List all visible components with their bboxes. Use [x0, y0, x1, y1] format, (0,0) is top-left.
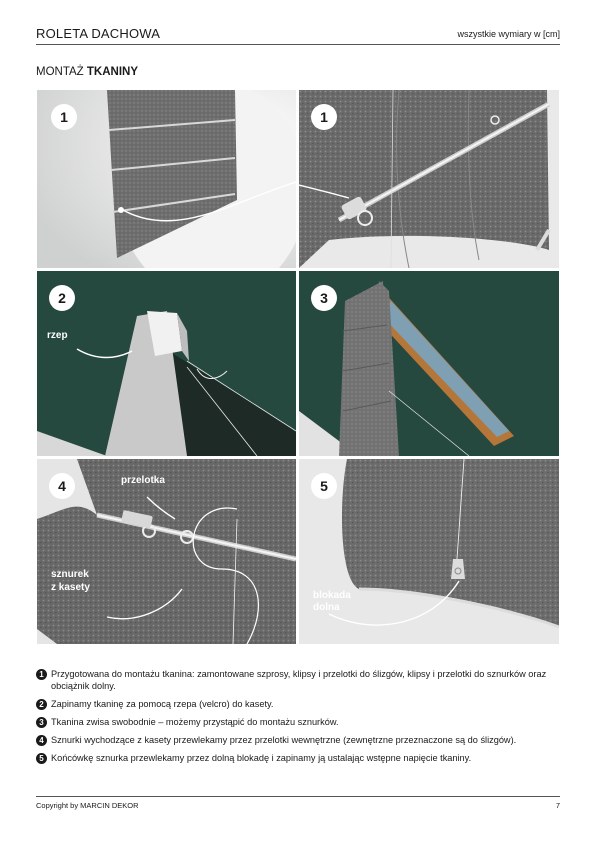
slide-rod-closeup-illustration: [299, 90, 559, 268]
label-grommet: przelotka: [121, 475, 165, 486]
units-note: wszystkie wymiary w [cm]: [457, 29, 560, 39]
step-text: Zapinamy tkaninę za pomocą rzepa (velcro…: [51, 699, 274, 709]
instruction-step: 2 Zapinamy tkaninę za pomocą rzepa (velcr…: [36, 698, 560, 710]
instruction-step: 5 Końcówkę sznurka przewlekamy przez doln…: [36, 752, 560, 764]
label-velcro: rzep: [47, 330, 68, 341]
step-number: 1: [36, 668, 47, 680]
step-badge: 1: [311, 104, 337, 130]
step-text: Końcówkę sznurka przewlekamy przez dolną…: [51, 753, 472, 763]
step-number: 5: [36, 752, 47, 764]
step-badge: 3: [311, 285, 337, 311]
instruction-step: 3 Tkanina zwisa swobodnie – możemy przyst…: [36, 716, 560, 728]
photo-panel-4: 4 przelotka sznurek z kasety: [37, 459, 296, 644]
instruction-list: 1 Przygotowana do montażu tkanina: zamont…: [36, 668, 560, 770]
cord-threading-illustration: [37, 459, 296, 644]
step-number: 3: [36, 716, 47, 728]
hanging-fabric-window-illustration: [299, 271, 559, 456]
label-bottom-lock-2: dolna: [313, 602, 340, 613]
step-number: 4: [36, 734, 47, 746]
velcro-cassette-illustration: [37, 271, 296, 456]
step-number: 2: [36, 698, 47, 710]
roller-blind-overview-illustration: [37, 90, 296, 268]
copyright-text: Copyright by MARCIN DEKOR: [36, 801, 139, 810]
label-cassette-cord-2: z kasety: [51, 582, 90, 593]
section-title-bold: TKANINY: [86, 66, 139, 78]
page-number: 7: [555, 801, 560, 810]
photo-panel-1a: 1: [37, 90, 296, 268]
photo-panel-3: 3: [299, 271, 559, 456]
step-text: Tkanina zwisa swobodnie – możemy przystą…: [51, 717, 339, 727]
bottom-lock-illustration: [299, 459, 559, 644]
photo-panel-5: 5 blokada dolna: [299, 459, 559, 644]
instruction-step: 4 Sznurki wychodzące z kasety przewlekamy…: [36, 734, 560, 746]
document-title: ROLETA DACHOWA: [36, 26, 161, 41]
step-badge: 4: [49, 473, 75, 499]
photo-panel-1b: 1: [299, 90, 559, 268]
photo-panel-2: 2 rzep: [37, 271, 296, 456]
step-badge: 1: [51, 104, 77, 130]
step-text: Sznurki wychodzące z kasety przewlekamy …: [51, 735, 517, 745]
section-title-prefix: MONTAŻ: [36, 66, 87, 78]
page-header: ROLETA DACHOWA wszystkie wymiary w [cm]: [36, 26, 560, 45]
step-badge: 2: [49, 285, 75, 311]
page-footer: Copyright by MARCIN DEKOR 7: [36, 796, 560, 810]
instruction-step: 1 Przygotowana do montażu tkanina: zamont…: [36, 668, 560, 692]
step-badge: 5: [311, 473, 337, 499]
label-bottom-lock-1: blokada: [313, 590, 351, 601]
step-text: Przygotowana do montażu tkanina: zamonto…: [51, 669, 547, 691]
label-cassette-cord-1: sznurek: [51, 569, 89, 580]
section-title: MONTAŻ TKANINY: [36, 66, 138, 78]
